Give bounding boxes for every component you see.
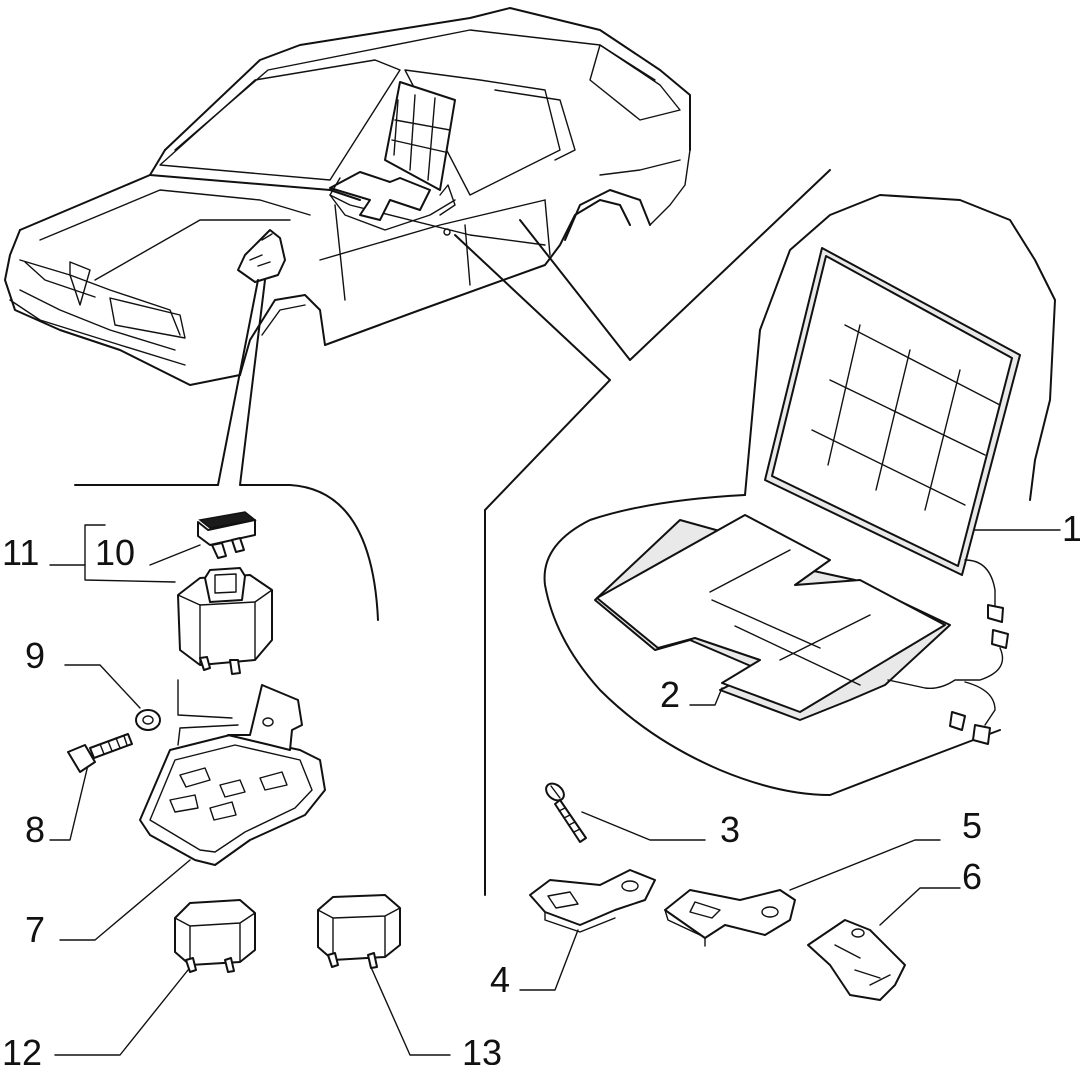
- bracket-part-6: [807, 919, 906, 1001]
- callout-10: 10: [95, 532, 135, 573]
- relay-switch-part-10: [197, 511, 257, 559]
- callout-4: 4: [490, 959, 510, 1000]
- screw-part-3: [545, 782, 587, 843]
- seat-outline: [543, 194, 1056, 796]
- relay-part-13: [317, 894, 401, 969]
- callout-6: 6: [962, 856, 982, 897]
- callout-1: 1: [1062, 508, 1080, 549]
- callout-7: 7: [25, 909, 45, 950]
- callout-8: 8: [25, 809, 45, 850]
- relay-part-12: [174, 899, 256, 973]
- callout-3: 3: [720, 809, 740, 850]
- seat-cushion-heating-pad: [594, 514, 951, 721]
- mounting-bracket-part-7: [139, 684, 326, 866]
- nut-part-9: [135, 709, 161, 731]
- bolt-part-8: [67, 733, 133, 773]
- callout-2: 2: [660, 674, 680, 715]
- callout-11: 11: [2, 532, 39, 573]
- seat-wiring-harness: [887, 559, 1009, 745]
- callout-12: 12: [2, 1032, 42, 1065]
- callout-5: 5: [962, 805, 982, 846]
- car-body-illustration: [4, 7, 691, 386]
- callout-9: 9: [25, 635, 45, 676]
- callout-labels: 1 2 3 4 5 6 7 8 9 10 11 12 13: [2, 508, 1080, 1065]
- backrest-heating-pad: [764, 247, 1021, 576]
- bracket-part-5: [664, 889, 796, 947]
- leader-lines: [49, 169, 1061, 1056]
- relay-part-11: [177, 567, 273, 675]
- bracket-part-4: [529, 869, 656, 933]
- callout-13: 13: [462, 1032, 502, 1065]
